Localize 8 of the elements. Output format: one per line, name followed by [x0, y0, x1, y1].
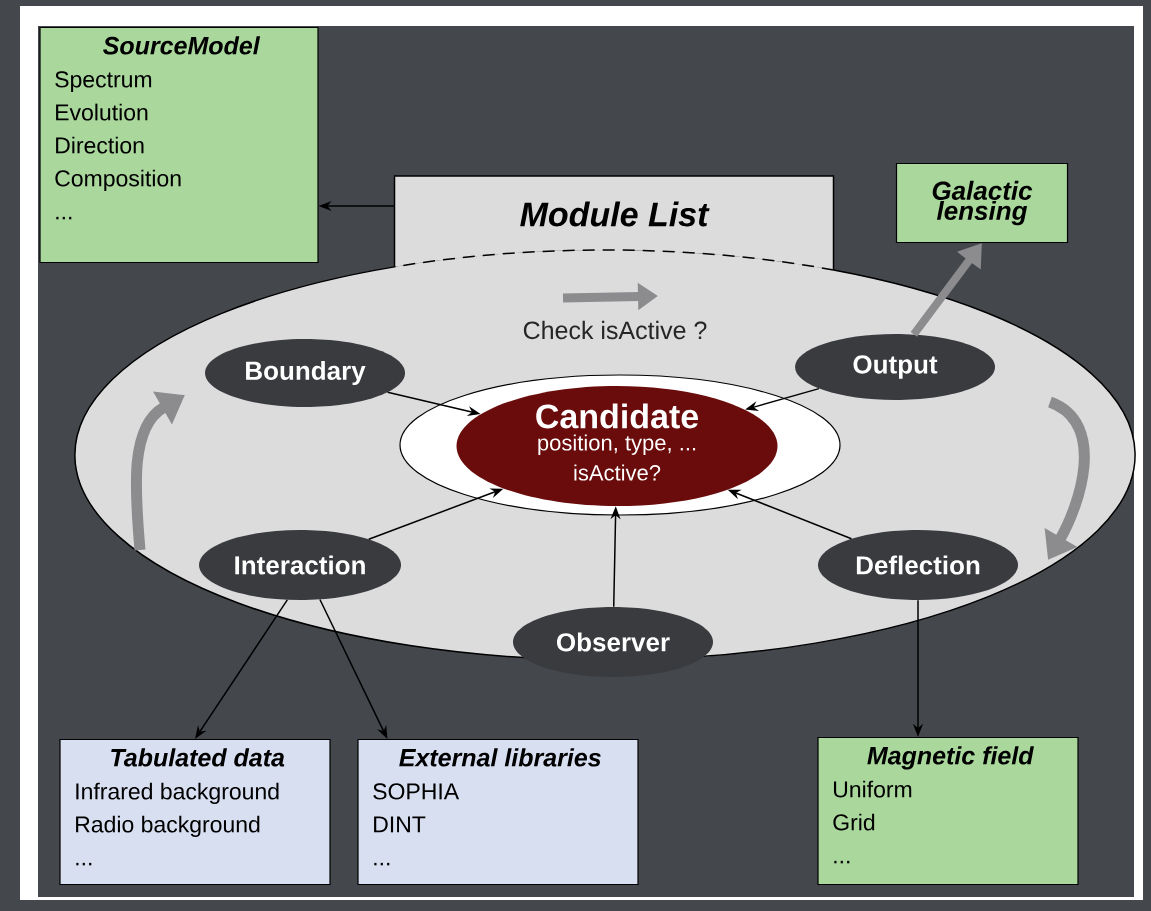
info-box: SourceModel Spectrum Evolution Direction Composition ... — [39, 26, 319, 264]
module-list-tab: Module List — [393, 175, 835, 271]
step-label: Check isActive ? — [523, 320, 707, 340]
node-label: Module List — [520, 201, 710, 227]
info-box: External libraries SOPHIA DINT ... — [357, 738, 639, 886]
info-box: Galactic lensing — [895, 162, 1069, 244]
info-box: Tabulated data Infrared background Radio background ... — [59, 738, 331, 886]
info-box: Magnetic field Uniform Grid ... — [817, 736, 1079, 886]
